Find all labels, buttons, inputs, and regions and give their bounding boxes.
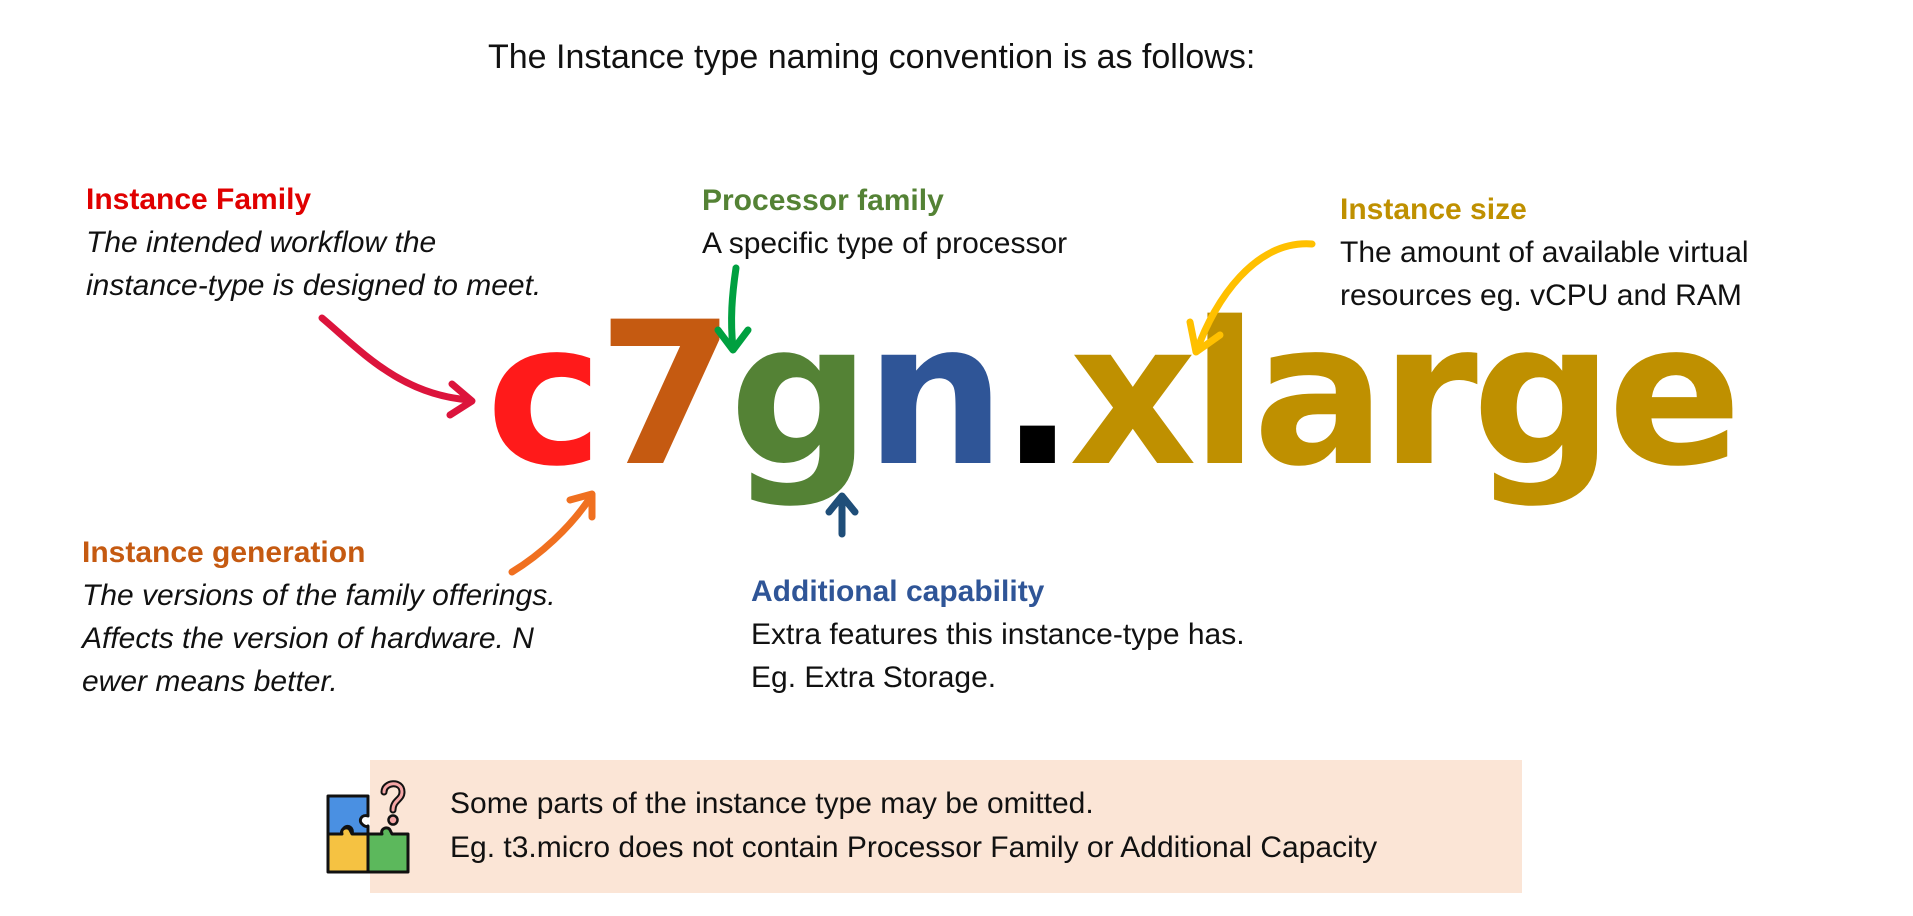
instance-family-heading: Instance Family [86, 183, 312, 216]
label-processor-family: Processor family A specific type of proc… [702, 179, 1262, 265]
arrow-family-icon [318, 314, 476, 419]
instance-generation-desc-line3: ewer means better. [82, 665, 338, 698]
additional-capability-desc-line1: Extra features this instance-type has. [751, 618, 1245, 651]
instance-generation-desc-line1: The versions of the family offerings. [82, 579, 556, 612]
example-part-generation: 7 [597, 279, 735, 510]
instance-size-heading: Instance size [1340, 193, 1527, 226]
processor-family-heading: Processor family [702, 184, 944, 217]
instance-family-desc-line1: The intended workflow the [86, 226, 437, 259]
note-box: Some parts of the instance type may be o… [370, 760, 1522, 893]
instance-size-desc-line2: resources eg. vCPU and RAM [1340, 279, 1742, 312]
additional-capability-heading: Additional capability [751, 575, 1045, 608]
example-part-capability: n [864, 279, 1006, 510]
additional-capability-desc-line2: Eg. Extra Storage. [751, 661, 997, 694]
instance-size-desc-line1: The amount of available virtual [1340, 236, 1749, 269]
processor-family-desc-line1: A specific type of processor [702, 227, 1068, 260]
note-line2: Eg. t3.micro does not contain Processor … [450, 831, 1378, 864]
label-instance-size: Instance size The amount of available vi… [1340, 188, 1900, 317]
example-part-dot: . [999, 279, 1075, 510]
example-part-family: c [486, 279, 603, 510]
label-instance-generation: Instance generation The versions of the … [82, 531, 642, 703]
label-additional-capability: Additional capability Extra features thi… [751, 570, 1311, 699]
label-instance-family: Instance Family The intended workflow th… [86, 178, 646, 307]
example-part-processor: g [729, 279, 871, 510]
instance-generation-heading: Instance generation [82, 536, 366, 569]
instance-family-desc-line2: instance-type is designed to meet. [86, 269, 542, 302]
note-line1: Some parts of the instance type may be o… [450, 787, 1094, 820]
puzzle-question-icon [326, 780, 410, 874]
instance-generation-desc-line2: Affects the version of hardware. N [82, 622, 534, 655]
page-title: The Instance type naming convention is a… [488, 38, 1256, 76]
example-part-size: xlarge [1069, 279, 1742, 510]
instance-type-example: c7gn.xlarge [486, 279, 1742, 510]
